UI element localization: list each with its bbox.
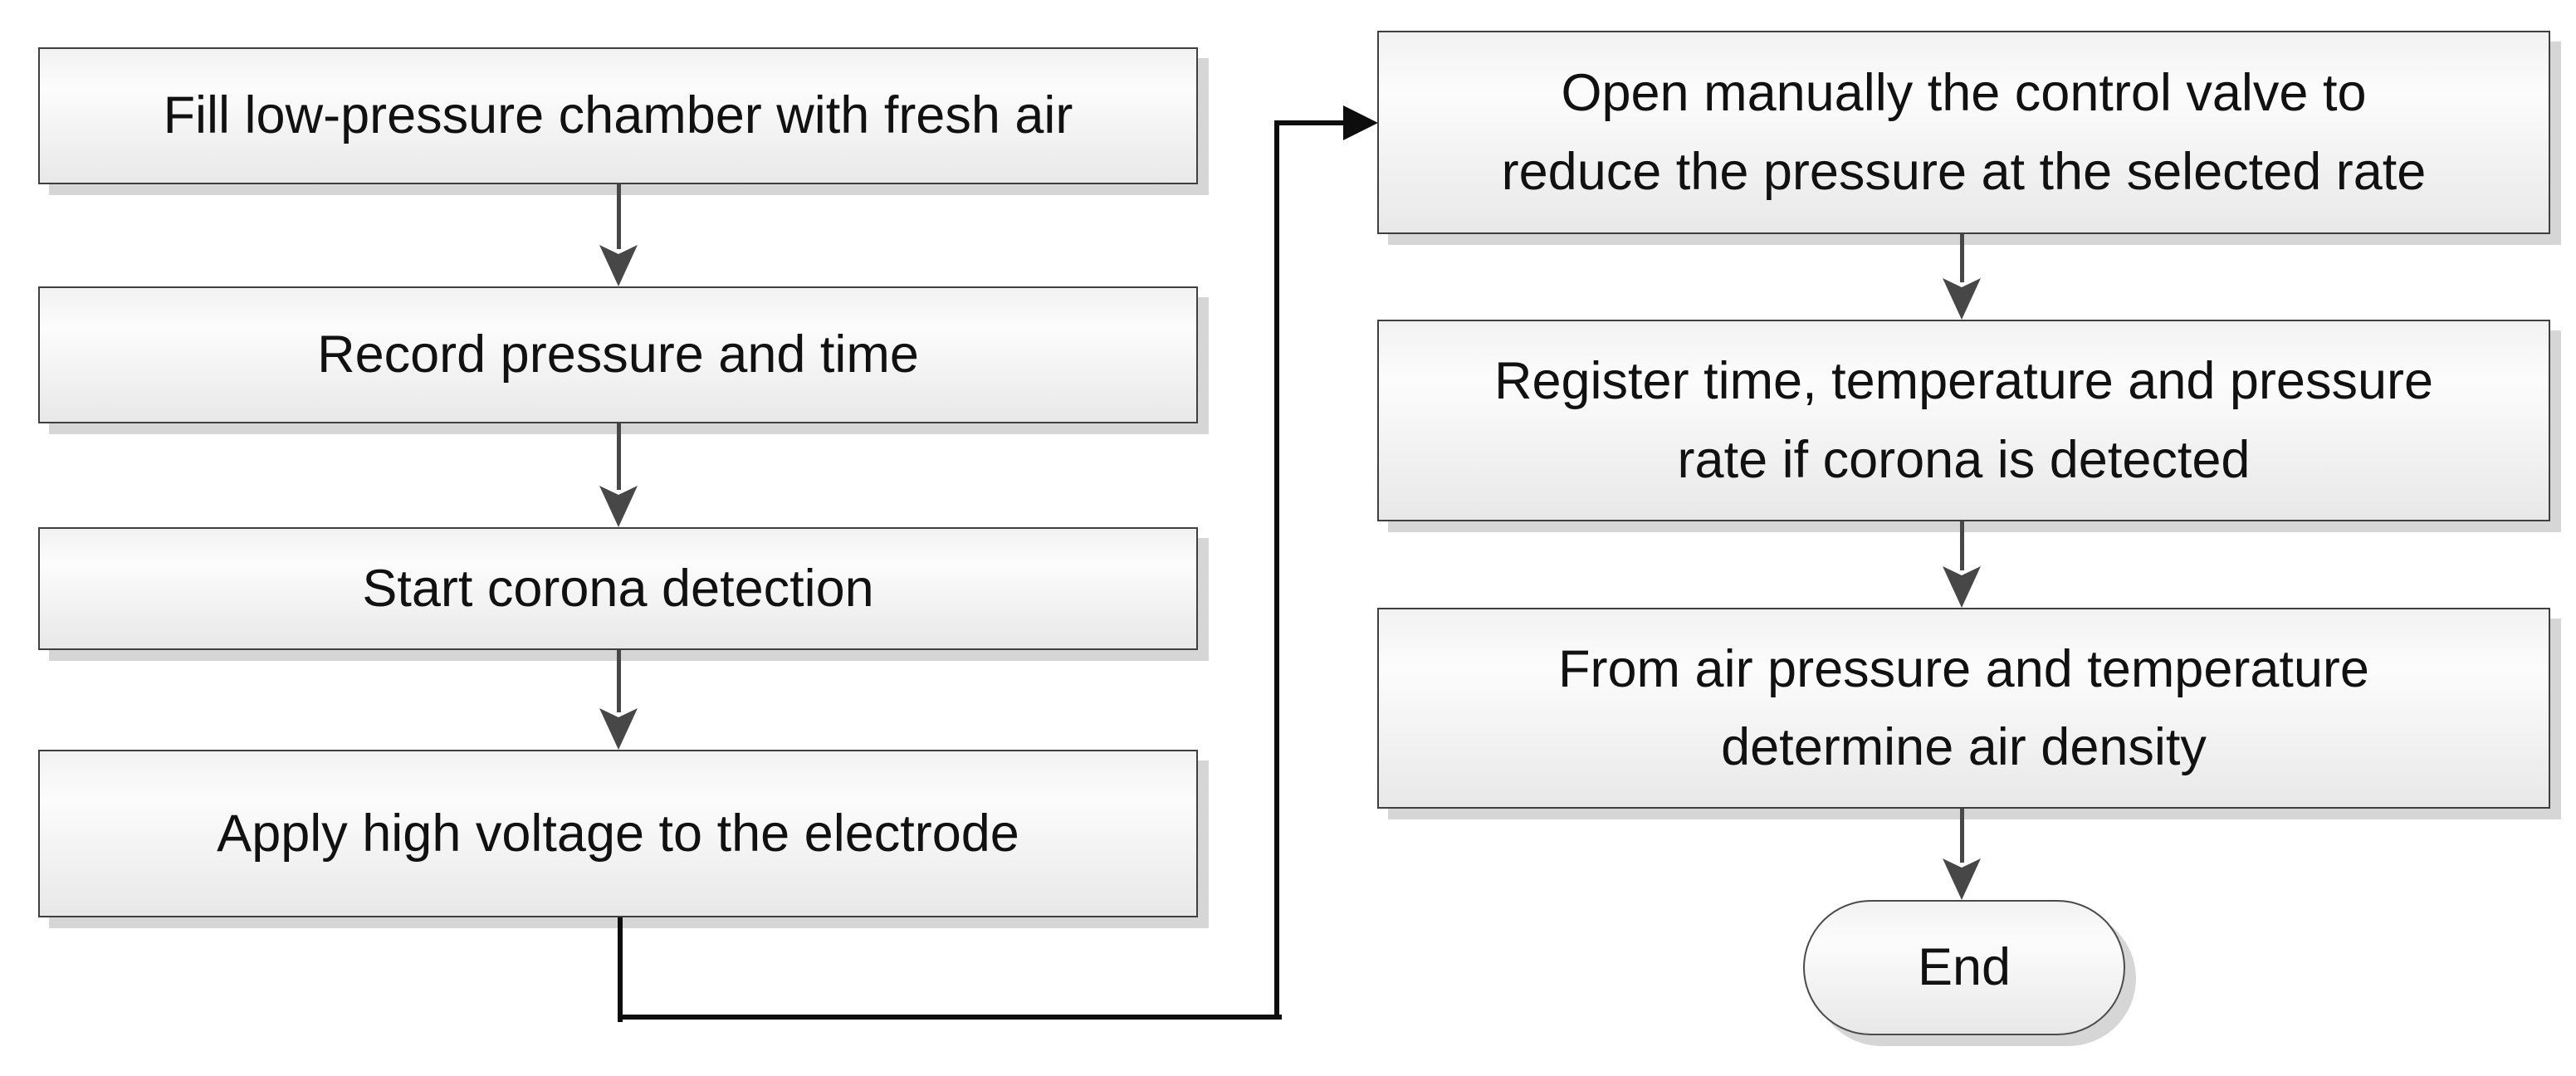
terminator-label: End bbox=[1917, 938, 2011, 997]
arrow-down-head-icon bbox=[599, 245, 638, 286]
process-box-start-detection: Start corona detection bbox=[38, 527, 1198, 650]
arrow-down-icon bbox=[1960, 234, 1964, 282]
arrow-down-head-icon bbox=[1943, 566, 1981, 608]
process-label: Record pressure and time bbox=[317, 325, 919, 384]
connector-elbow-down-segment bbox=[618, 917, 623, 1022]
arrow-down-head-icon bbox=[599, 708, 638, 750]
process-box-determine-density: From air pressure and temperature determ… bbox=[1377, 608, 2550, 809]
process-label: Open manually the control valve to reduc… bbox=[1501, 64, 2427, 201]
arrow-down-head-icon bbox=[599, 486, 638, 527]
process-label: Register time, temperature and pressure … bbox=[1493, 352, 2434, 489]
arrow-down-head-icon bbox=[1943, 858, 1981, 900]
process-label: From air pressure and temperature determ… bbox=[1558, 639, 2369, 777]
arrow-down-head-icon bbox=[1943, 278, 1981, 320]
process-box-apply-voltage: Apply high voltage to the electrode bbox=[38, 750, 1198, 917]
process-label: Start corona detection bbox=[362, 559, 874, 618]
arrow-down-icon bbox=[617, 184, 621, 249]
terminator-box-end: End bbox=[1803, 900, 2125, 1035]
connector-elbow-riser-segment bbox=[1274, 120, 1279, 1020]
process-box-open-valve: Open manually the control valve to reduc… bbox=[1377, 31, 2550, 234]
arrow-down-icon bbox=[1960, 521, 1964, 570]
arrow-down-icon bbox=[617, 423, 621, 490]
connector-elbow-bottom-segment bbox=[618, 1015, 1282, 1020]
process-box-register-time: Register time, temperature and pressure … bbox=[1377, 320, 2550, 521]
process-label: Fill low-pressure chamber with fresh air bbox=[163, 86, 1073, 145]
process-label: Apply high voltage to the electrode bbox=[217, 804, 1019, 863]
arrow-right-head-icon bbox=[1343, 105, 1378, 140]
process-box-fill-chamber: Fill low-pressure chamber with fresh air bbox=[38, 47, 1198, 184]
arrow-down-icon bbox=[1960, 809, 1964, 863]
arrow-down-icon bbox=[617, 650, 621, 712]
connector-elbow-top-segment bbox=[1274, 120, 1349, 125]
process-box-record-pressure: Record pressure and time bbox=[38, 286, 1198, 423]
